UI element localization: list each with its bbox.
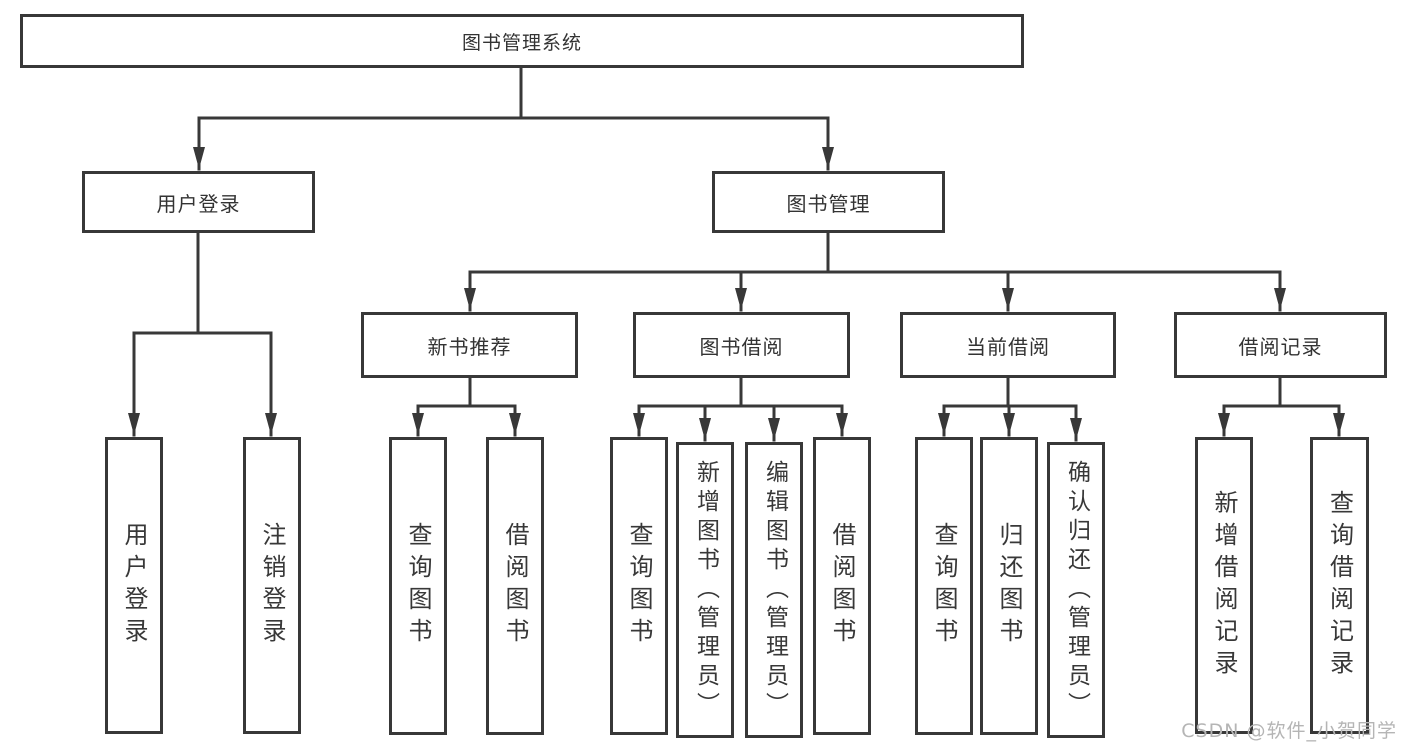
node-current-borrowing: 当前借阅 — [900, 312, 1116, 378]
leaf-newbooks-query-books: 查询图书 — [389, 437, 447, 735]
leaf-newbooks-borrow-books: 借阅图书 — [486, 437, 544, 735]
leaf-borrowing-add-books-admin: 新增图书（管理员） — [676, 442, 734, 738]
leaf-borrowing-borrow-books: 借阅图书 — [813, 437, 871, 735]
node-library-management-system: 图书管理系统 — [20, 14, 1024, 68]
leaf-current-return-books: 归还图书 — [980, 437, 1038, 735]
node-book-management: 图书管理 — [712, 171, 945, 233]
node-book-borrowing: 图书借阅 — [633, 312, 850, 378]
node-new-book-recommend: 新书推荐 — [361, 312, 578, 378]
leaf-borrowing-query-books: 查询图书 — [610, 437, 668, 735]
node-user-login: 用户登录 — [82, 171, 315, 233]
leaf-current-query-books: 查询图书 — [915, 437, 973, 735]
leaf-logout-login: 注销登录 — [243, 437, 301, 734]
leaf-user-login: 用户登录 — [105, 437, 163, 734]
leaf-current-confirm-return-admin: 确认归还（管理员） — [1047, 442, 1105, 738]
leaf-borrowing-edit-books-admin: 编辑图书（管理员） — [745, 442, 803, 738]
leaf-records-query-borrow-record: 查询借阅记录 — [1310, 437, 1369, 734]
node-borrowing-records: 借阅记录 — [1174, 312, 1387, 378]
leaf-records-add-borrow-record: 新增借阅记录 — [1195, 437, 1253, 734]
csdn-watermark: CSDN @软件_小贺同学 — [1181, 720, 1397, 742]
